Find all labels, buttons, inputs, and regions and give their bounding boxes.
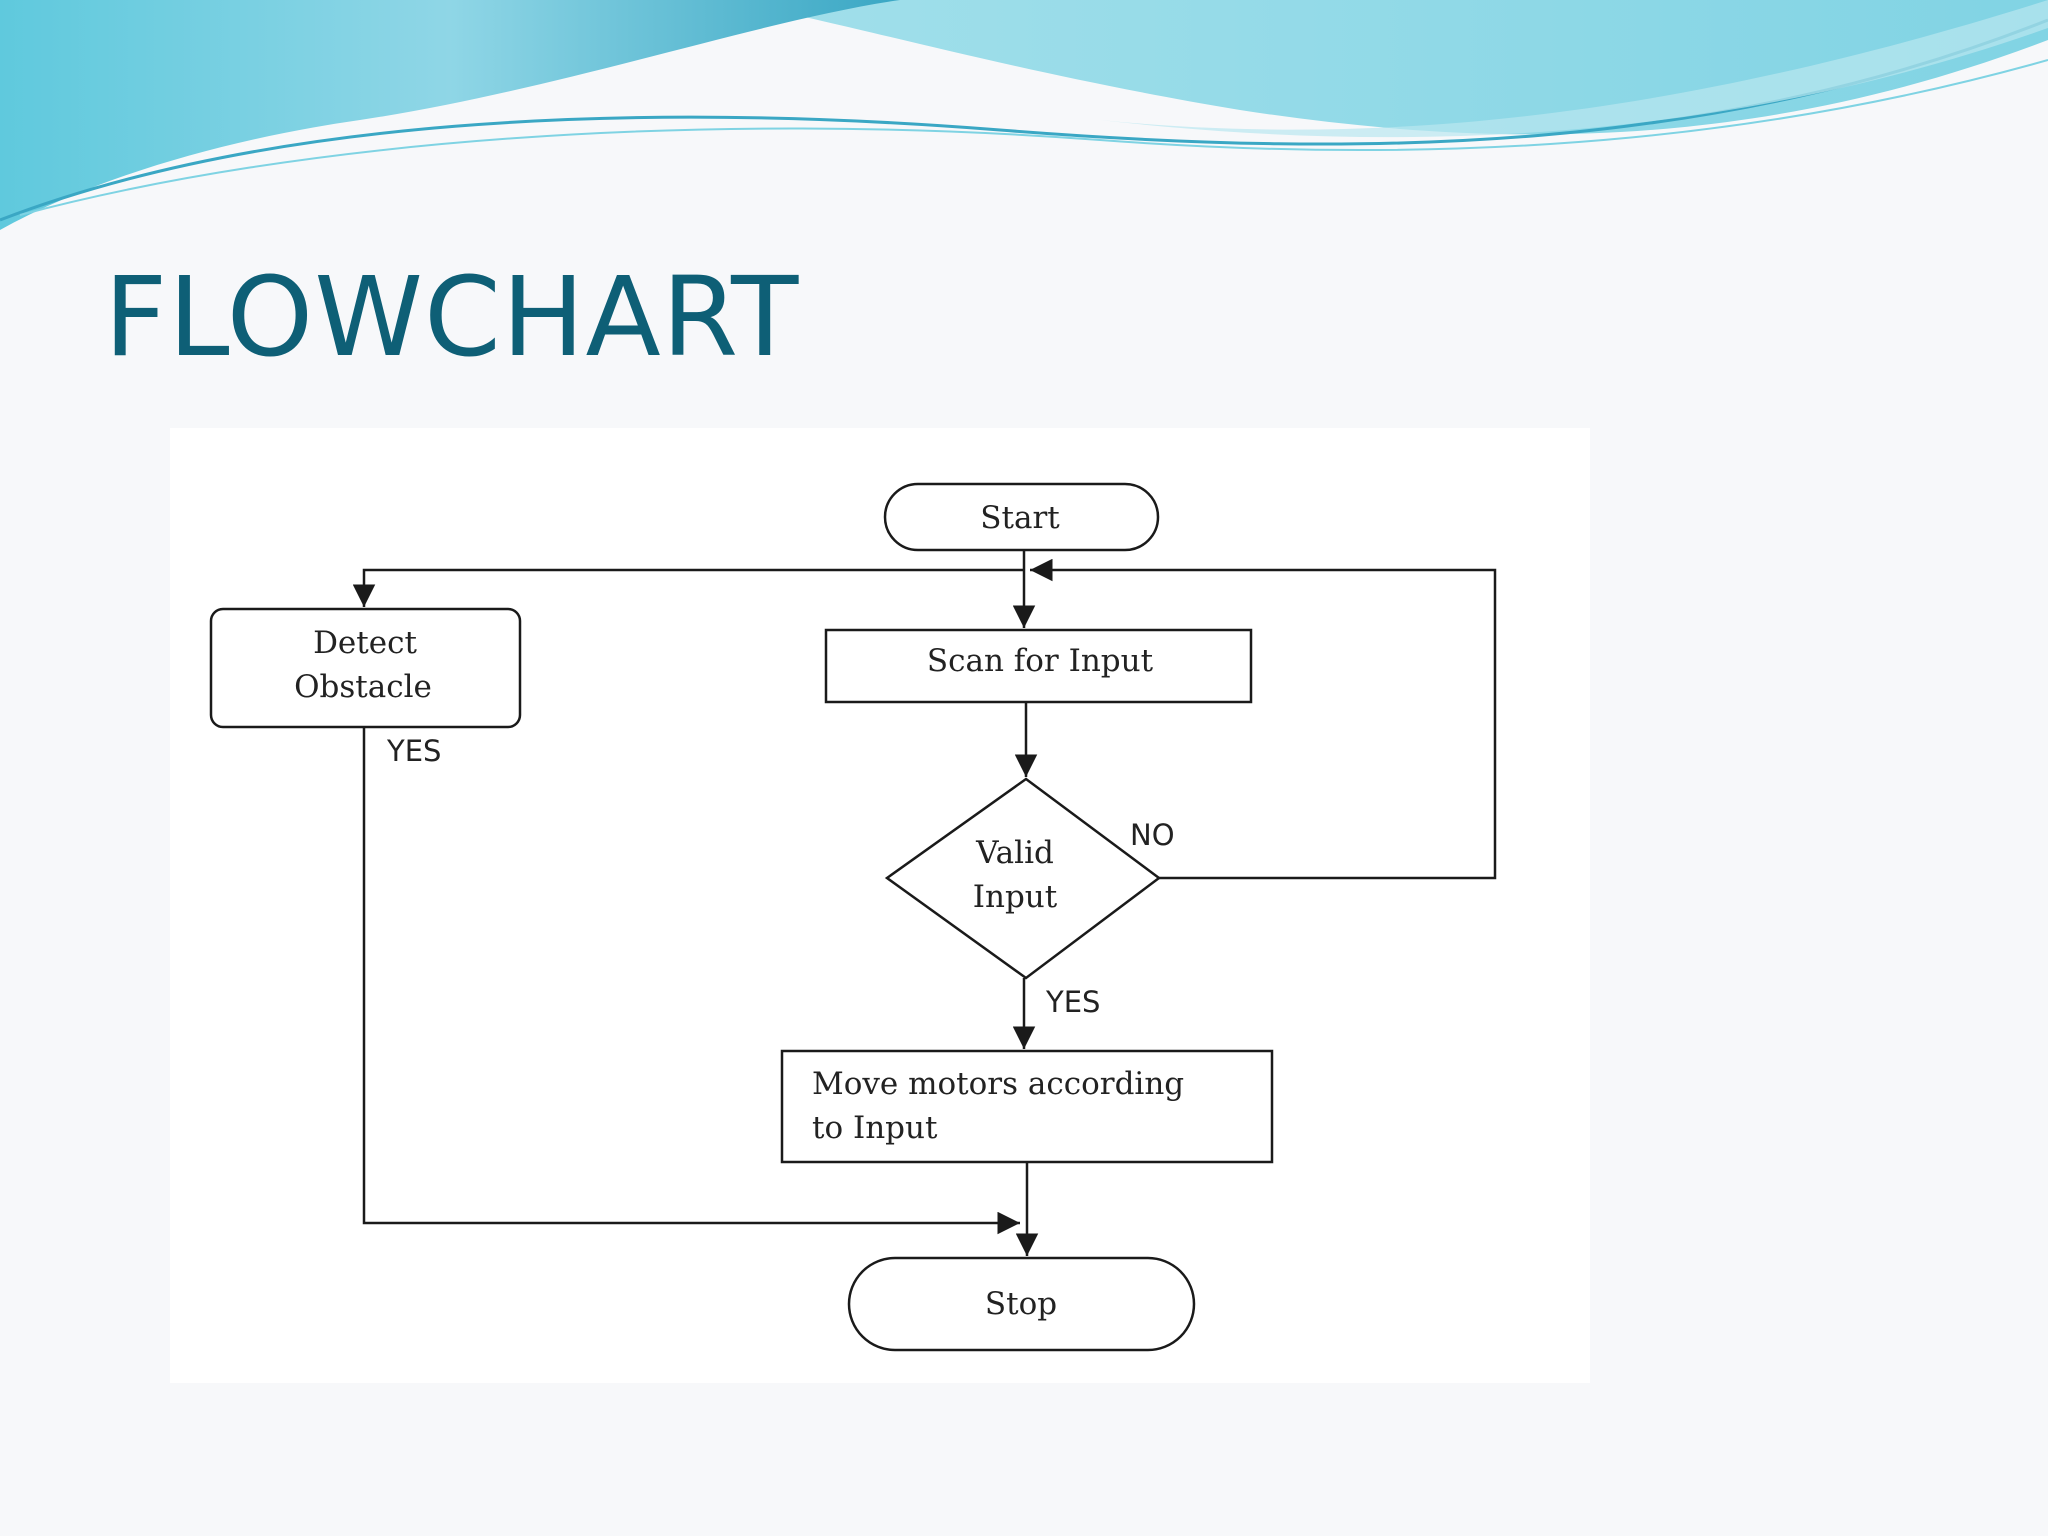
- stop-terminator-shape: [847, 1256, 1196, 1352]
- move-motors-shape: [780, 1049, 1274, 1164]
- node-detect-obstacle: Detect Obstacle: [209, 607, 522, 729]
- node-stop: Stop: [847, 1256, 1196, 1352]
- stop-label: Stop: [985, 1286, 1057, 1322]
- detect-yes-label: YES: [386, 734, 441, 768]
- valid-yes-label: YES: [1045, 985, 1100, 1019]
- move-motors-line-1: Move motors according: [812, 1066, 1184, 1102]
- start-label: Start: [980, 500, 1060, 536]
- valid-no-label: NO: [1130, 818, 1175, 852]
- detect-obstacle-line-1: Detect: [313, 625, 417, 661]
- edge-start-to-detect: [352, 568, 1024, 607]
- edge-detect-yes-to-stop: [362, 728, 1020, 1235]
- valid-input-line-2: Input: [973, 879, 1058, 915]
- flowchart-edges: [352, 550, 1497, 1256]
- detect-obstacle-line-2: Obstacle: [294, 669, 432, 705]
- header-wave-decoration: [0, 0, 2048, 230]
- move-motors-line-2: to Input: [812, 1110, 938, 1146]
- scan-for-input-label: Scan for Input: [927, 643, 1154, 679]
- edge-valid-no-loop: [1030, 558, 1497, 880]
- detect-obstacle-shape: [209, 607, 522, 729]
- node-scan-for-input: Scan for Input: [824, 628, 1253, 704]
- node-valid-input: Valid Input: [884, 777, 1162, 980]
- valid-input-line-1: Valid: [975, 835, 1054, 871]
- slide-title: FLOWCHART: [104, 253, 800, 381]
- start-terminator-shape: [883, 482, 1160, 552]
- scan-for-input-shape: [824, 628, 1253, 704]
- node-move-motors: Move motors according to Input: [780, 1049, 1274, 1164]
- node-start: Start: [883, 482, 1160, 552]
- valid-input-decision-shape: [884, 777, 1162, 980]
